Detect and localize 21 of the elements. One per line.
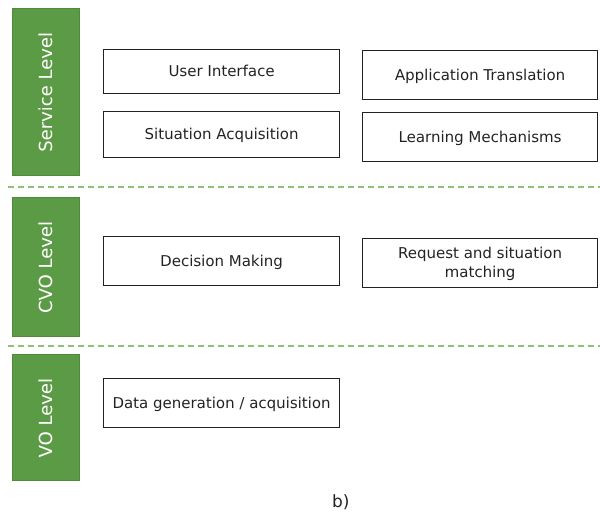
level-band — [12, 197, 80, 337]
component-box — [103, 49, 340, 94]
level-label: Service Level — [36, 32, 56, 152]
component-label: Situation Acquisition — [144, 125, 300, 144]
component-box — [362, 112, 598, 162]
component-box — [103, 236, 340, 286]
component-label: User Interface — [167, 62, 276, 81]
component-box — [362, 50, 598, 100]
component-label: Request and situation matching — [397, 244, 563, 282]
level-band — [12, 354, 80, 481]
level-band — [12, 8, 80, 176]
component-box — [103, 111, 340, 158]
component-label: Application Translation — [394, 66, 566, 84]
component-label: Learning Mechanisms — [398, 128, 562, 146]
component-label: Data generation / acquisition — [111, 394, 332, 412]
level-label: VO Level — [36, 378, 56, 458]
caption: b) — [332, 492, 350, 512]
component-box — [362, 238, 598, 288]
component-label: Decision Making — [159, 252, 284, 270]
level-label: CVO Level — [36, 221, 56, 313]
component-box — [103, 378, 340, 428]
